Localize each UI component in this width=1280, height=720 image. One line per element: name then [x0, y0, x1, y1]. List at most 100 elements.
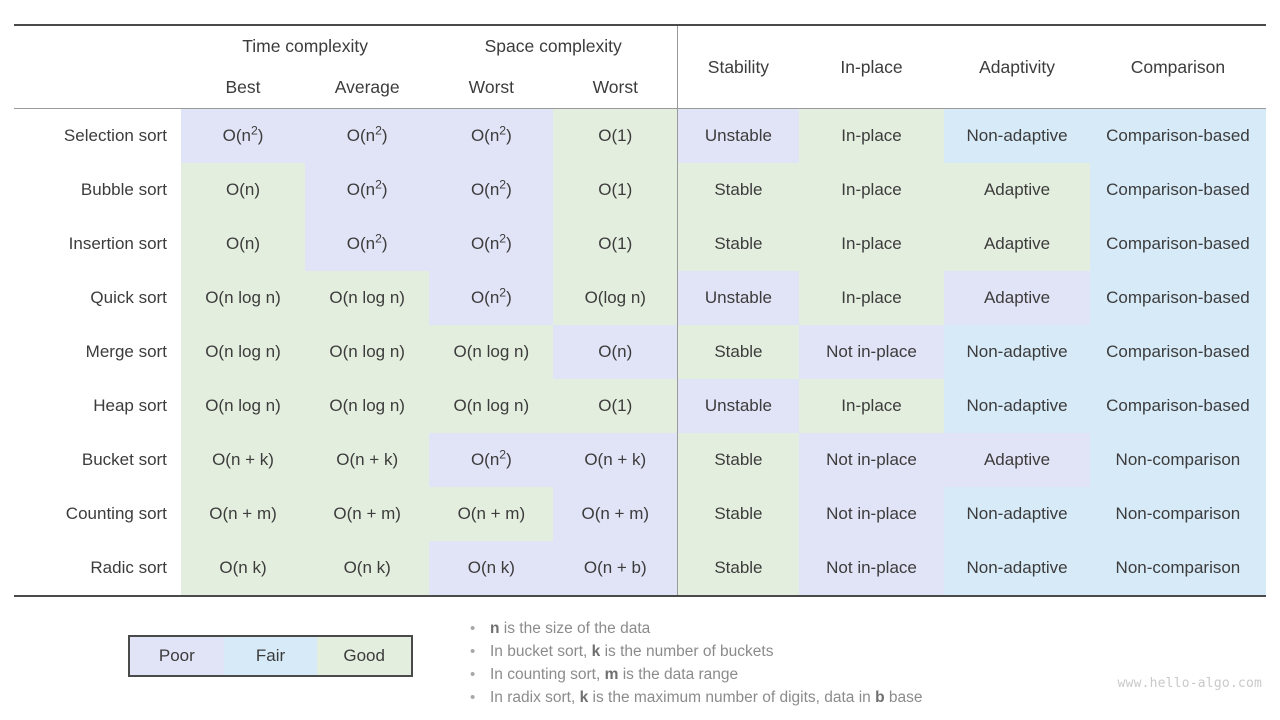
cell-average: O(n k): [305, 541, 430, 596]
bullet-icon: •: [470, 620, 476, 637]
cell-space-worst: O(1): [553, 379, 679, 433]
bullet-icon: •: [470, 666, 476, 683]
cell-average: O(n log n): [305, 325, 430, 379]
cell-time-worst: O(n log n): [429, 325, 554, 379]
header-space-complexity: Space complexity: [429, 26, 679, 66]
cell-best: O(n log n): [180, 325, 306, 379]
cell-comparison: Non-comparison: [1089, 487, 1266, 541]
cell-time-worst: O(n2): [429, 217, 554, 271]
cell-time-worst: O(n2): [429, 271, 554, 325]
cell-time-worst: O(n2): [429, 109, 554, 163]
cell-stability: Stable: [677, 217, 799, 271]
cell-average: O(n log n): [305, 271, 430, 325]
header-blank-corner: [14, 26, 181, 66]
cell-best: O(n log n): [180, 379, 306, 433]
header-attr-stability: Stability: [707, 56, 770, 77]
site-watermark: www.hello-algo.com: [1117, 676, 1262, 691]
header-separator-rule: [14, 108, 1266, 109]
cell-comparison: Non-comparison: [1089, 541, 1266, 596]
cell-in-place: In-place: [798, 379, 945, 433]
cell-best: O(n log n): [180, 271, 306, 325]
cell-stability: Stable: [677, 163, 799, 217]
cell-time-worst: O(n k): [429, 541, 554, 596]
cell-time-worst: O(n2): [429, 433, 554, 487]
cell-in-place: Not in-place: [798, 541, 945, 596]
row-algorithm-name: Heap sort: [14, 379, 181, 433]
header-average: Average: [334, 76, 400, 97]
note-text: n is the size of the data: [490, 620, 651, 637]
cell-adaptivity: Adaptive: [944, 433, 1090, 487]
cell-comparison: Comparison-based: [1089, 109, 1266, 163]
cell-stability: Unstable: [677, 271, 799, 325]
cell-space-worst: O(n + k): [553, 433, 679, 487]
legend-item-good: Good: [317, 637, 412, 675]
cell-adaptivity: Non-adaptive: [944, 541, 1090, 596]
cell-in-place: In-place: [798, 217, 945, 271]
cell-adaptivity: Adaptive: [944, 163, 1090, 217]
cell-stability: Stable: [677, 433, 799, 487]
cell-adaptivity: Non-adaptive: [944, 487, 1090, 541]
cell-in-place: Not in-place: [798, 325, 945, 379]
note-text: In radix sort, k is the maximum number o…: [490, 689, 923, 706]
cell-average: O(n2): [305, 163, 430, 217]
cell-average: O(n2): [305, 109, 430, 163]
note-text: In bucket sort, k is the number of bucke…: [490, 643, 774, 660]
cell-comparison: Non-comparison: [1089, 433, 1266, 487]
header-time-worst: Worst: [468, 76, 515, 97]
cell-stability: Unstable: [677, 379, 799, 433]
cell-adaptivity: Adaptive: [944, 217, 1090, 271]
note-text: In counting sort, m is the data range: [490, 666, 739, 683]
cell-average: O(n + k): [305, 433, 430, 487]
cell-stability: Stable: [677, 325, 799, 379]
cell-in-place: Not in-place: [798, 487, 945, 541]
list-item: • In bucket sort, k is the number of buck…: [470, 641, 1070, 663]
cell-best: O(n + k): [180, 433, 306, 487]
cell-best: O(n2): [180, 109, 306, 163]
header-attr-comparison: Comparison: [1130, 56, 1226, 77]
bullet-icon: •: [470, 643, 476, 660]
cell-average: O(n + m): [305, 487, 430, 541]
cell-best: O(n k): [180, 541, 306, 596]
header-attr-in-place: In-place: [840, 56, 903, 77]
legend-item-fair: Fair: [223, 637, 318, 675]
cell-average: O(n log n): [305, 379, 430, 433]
row-algorithm-name: Merge sort: [14, 325, 181, 379]
cell-best: O(n + m): [180, 487, 306, 541]
row-algorithm-name: Bubble sort: [14, 163, 181, 217]
cell-in-place: In-place: [798, 163, 945, 217]
list-item: • n is the size of the data: [470, 618, 1070, 640]
header-best: Best: [225, 76, 261, 97]
footnotes-list: • n is the size of the data • In bucket sor…: [470, 618, 1070, 710]
row-algorithm-name: Radic sort: [14, 541, 181, 596]
cell-comparison: Comparison-based: [1089, 325, 1266, 379]
header-space-worst: Worst: [553, 66, 679, 109]
header-time-complexity: Time complexity: [242, 35, 368, 56]
cell-space-worst: O(1): [553, 109, 679, 163]
row-algorithm-name: Quick sort: [14, 271, 181, 325]
bullet-icon: •: [470, 689, 476, 706]
cell-in-place: In-place: [798, 109, 945, 163]
cell-best: O(n): [180, 163, 306, 217]
cell-comparison: Comparison-based: [1089, 217, 1266, 271]
cell-stability: Stable: [677, 487, 799, 541]
cell-space-worst: O(1): [553, 217, 679, 271]
cell-best: O(n): [180, 217, 306, 271]
cell-adaptivity: Non-adaptive: [944, 109, 1090, 163]
header-attr-adaptivity: Adaptivity: [979, 56, 1055, 77]
cell-comparison: Comparison-based: [1089, 379, 1266, 433]
cell-space-worst: O(1): [553, 163, 679, 217]
cell-in-place: In-place: [798, 271, 945, 325]
cell-time-worst: O(n log n): [429, 379, 554, 433]
